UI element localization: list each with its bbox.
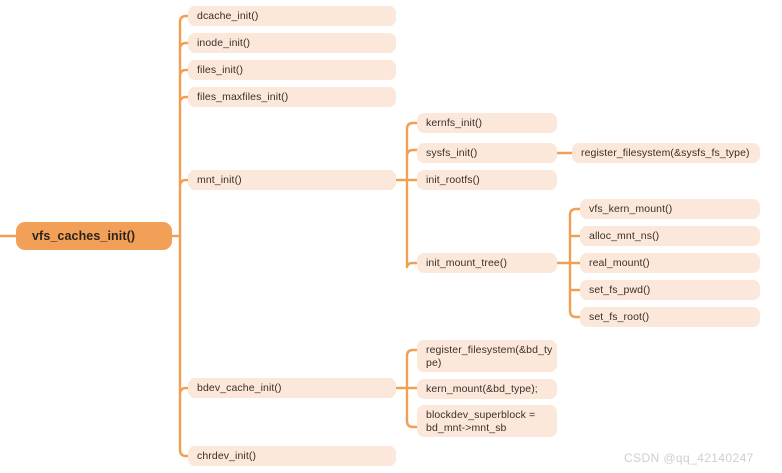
node-label: vfs_caches_init() (32, 228, 136, 243)
node-bdev-cache-init[interactable]: bdev_cache_init() (188, 378, 396, 398)
node-label: vfs_kern_mount() (589, 202, 673, 215)
connector-trunk2-to-kernfs-init (405, 121, 419, 131)
connector-trunk2-to-sysfs-init (405, 148, 419, 158)
node-inode-init[interactable]: inode_init() (188, 33, 396, 53)
node-vfs-kern-mount[interactable]: vfs_kern_mount() (580, 199, 760, 219)
node-register-filesystem-sysfs-fs-type[interactable]: register_filesystem(&sysfs_fs_type) (572, 143, 760, 163)
node-root-vfs-caches-init[interactable]: vfs_caches_init() (16, 222, 172, 250)
connector-trunk3-to-set-fs-root (568, 309, 582, 319)
node-label: files_maxfiles_init() (197, 90, 289, 103)
node-label: kernfs_init() (426, 116, 483, 129)
node-register-filesystem-bd-type[interactable]: register_filesystem(&bd_ty pe) (417, 340, 557, 372)
node-label: real_mount() (589, 256, 650, 269)
node-label: mnt_init() (197, 173, 242, 186)
node-init-mount-tree[interactable]: init_mount_tree() (417, 253, 557, 273)
node-kernfs-init[interactable]: kernfs_init() (417, 113, 557, 133)
node-label: sysfs_init() (426, 146, 478, 159)
node-dcache-init[interactable]: dcache_init() (188, 6, 396, 26)
node-set-fs-pwd[interactable]: set_fs_pwd() (580, 280, 760, 300)
node-label: inode_init() (197, 36, 251, 49)
node-label: set_fs_pwd() (589, 283, 651, 296)
node-label: init_rootfs() (426, 173, 480, 186)
node-real-mount[interactable]: real_mount() (580, 253, 760, 273)
node-alloc-mnt-ns[interactable]: alloc_mnt_ns() (580, 226, 760, 246)
node-label: blockdev_superblock = bd_mnt->mnt_sb (426, 409, 536, 434)
connector-trunk3-to-vfs-kern-mount (568, 207, 582, 217)
connector-trunk4-to-blockdev-superblock (405, 419, 419, 429)
node-init-rootfs[interactable]: init_rootfs() (417, 170, 557, 190)
node-label: register_filesystem(&sysfs_fs_type) (581, 146, 750, 159)
node-label: chrdev_init() (197, 449, 257, 462)
node-label: dcache_init() (197, 9, 259, 22)
node-label: set_fs_root() (589, 310, 650, 323)
watermark-text: CSDN @qq_42140247 (624, 451, 754, 465)
node-files-maxfiles-init[interactable]: files_maxfiles_init() (188, 87, 396, 107)
node-label: register_filesystem(&bd_ty pe) (426, 344, 553, 369)
node-files-init[interactable]: files_init() (188, 60, 396, 80)
watermark: CSDN @qq_42140247 (624, 451, 754, 465)
node-kern-mount-bd-type[interactable]: kern_mount(&bd_type); (417, 379, 557, 399)
connector-trunk2-to-init-mount-tree (405, 261, 419, 269)
node-label: files_init() (197, 63, 244, 76)
node-label: bdev_cache_init() (197, 381, 282, 394)
node-label: init_mount_tree() (426, 256, 508, 269)
node-label: alloc_mnt_ns() (589, 229, 660, 242)
node-blockdev-superblock[interactable]: blockdev_superblock = bd_mnt->mnt_sb (417, 405, 557, 437)
node-chrdev-init[interactable]: chrdev_init() (188, 446, 396, 466)
node-sysfs-init[interactable]: sysfs_init() (417, 143, 557, 163)
connector-trunk4-to-register-filesystem-bd (405, 348, 419, 358)
node-set-fs-root[interactable]: set_fs_root() (580, 307, 760, 327)
node-label: kern_mount(&bd_type); (426, 382, 538, 395)
node-mnt-init[interactable]: mnt_init() (188, 170, 396, 190)
